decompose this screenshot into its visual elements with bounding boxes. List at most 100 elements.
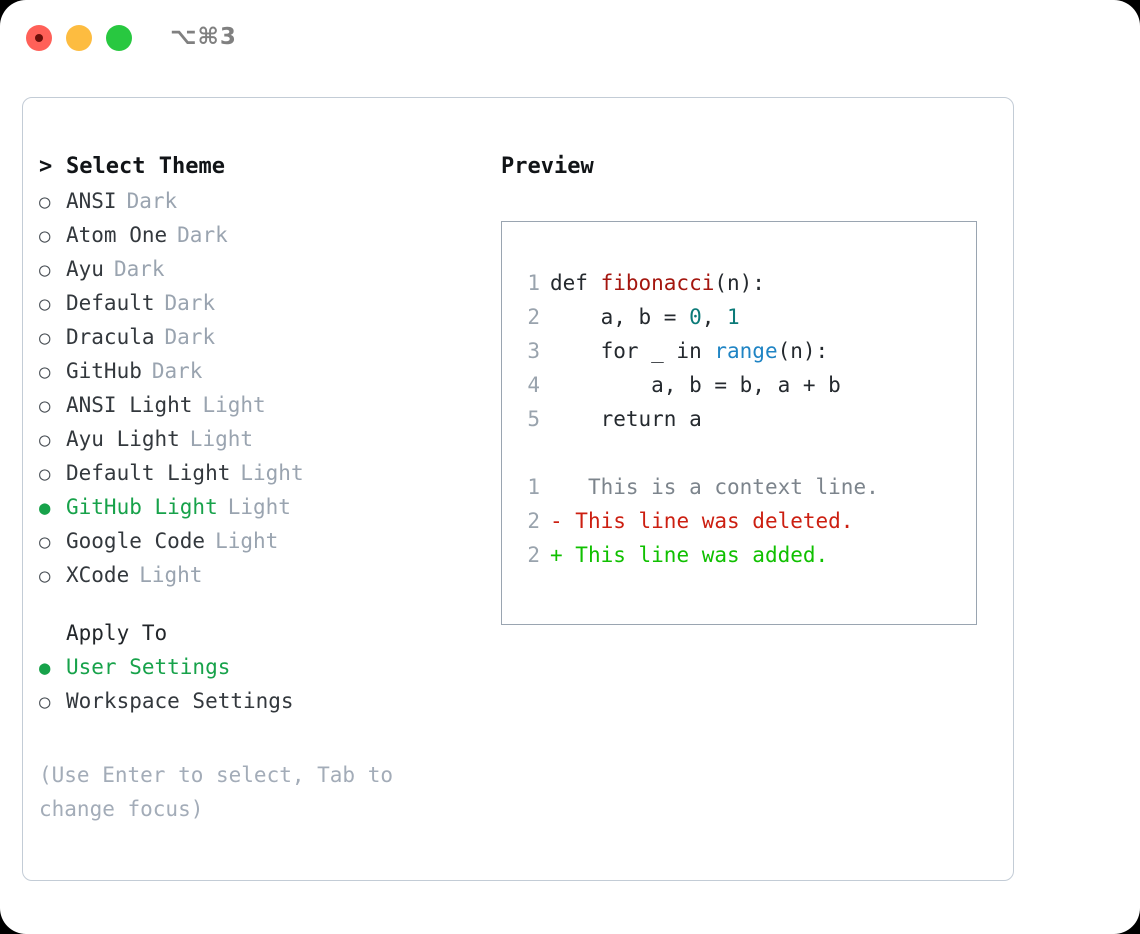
radio-unselected-icon: ○ xyxy=(39,259,51,281)
theme-label: Atom One xyxy=(66,223,168,247)
spacer-icon xyxy=(39,617,66,651)
diff-marker: + xyxy=(550,543,563,567)
list-item-selected[interactable]: ● GitHub Light Light xyxy=(39,490,479,524)
code-token: (n): xyxy=(777,339,829,363)
theme-label: Default xyxy=(66,291,155,315)
list-item[interactable]: ○ GitHub Dark xyxy=(39,354,479,388)
keyboard-hint-text: (Use Enter to select, Tab to change focu… xyxy=(39,763,406,821)
theme-label: XCode xyxy=(66,563,130,587)
line-number: 1 xyxy=(527,271,540,295)
theme-tag: Light xyxy=(227,495,291,519)
prompt-caret-icon: > xyxy=(39,154,53,179)
theme-label: GitHub Light xyxy=(66,495,218,519)
theme-label: Google Code xyxy=(66,529,206,553)
theme-tag: Light xyxy=(202,393,266,417)
radio-unselected-icon: ○ xyxy=(39,565,51,587)
code-token: a, b = xyxy=(550,305,690,329)
zoom-button-icon[interactable] xyxy=(106,25,132,51)
theme-label: Default Light xyxy=(66,461,231,485)
section-spacer xyxy=(39,592,479,616)
radio-unselected-icon: ○ xyxy=(39,531,51,553)
window-controls xyxy=(26,25,132,51)
code-line: 3 for _ in range(n): xyxy=(502,334,976,368)
select-theme-label: Select Theme xyxy=(66,154,225,179)
radio-unselected-icon: ○ xyxy=(39,463,51,485)
apply-to-list: ● User Settings ○ Workspace Settings xyxy=(39,650,479,718)
list-item[interactable]: ○ Dracula Dark xyxy=(39,320,479,354)
code-token-call: range xyxy=(714,339,778,363)
list-item[interactable]: ○ XCode Light xyxy=(39,558,479,592)
radio-selected-icon: ● xyxy=(39,657,51,679)
code-token: (n): xyxy=(714,271,765,295)
close-button-icon[interactable] xyxy=(26,25,52,51)
radio-unselected-icon: ○ xyxy=(39,395,51,417)
radio-unselected-icon: ○ xyxy=(39,327,51,349)
theme-tag: Dark xyxy=(151,359,203,383)
code-token-number: 0 xyxy=(689,305,702,329)
theme-tag: Dark xyxy=(164,325,216,349)
apply-to-item-user-settings[interactable]: ● User Settings xyxy=(39,650,479,684)
code-line: 5 return a xyxy=(502,402,976,436)
apply-to-item-label: Workspace Settings xyxy=(66,689,294,713)
theme-tag: Dark xyxy=(113,257,165,281)
apply-to-item-label: User Settings xyxy=(66,655,231,679)
apply-to-item-workspace-settings[interactable]: ○ Workspace Settings xyxy=(39,684,479,718)
diff-marker: - xyxy=(550,509,563,533)
diff-marker xyxy=(550,470,563,504)
line-number: 4 xyxy=(527,373,540,397)
theme-label: Dracula xyxy=(66,325,155,349)
code-line: 4 a, b = b, a + b xyxy=(502,368,976,402)
code-token-function: fibonacci xyxy=(600,271,715,295)
theme-label: ANSI xyxy=(66,189,117,213)
code-token: def xyxy=(550,271,601,295)
list-item[interactable]: ○ Google Code Light xyxy=(39,524,479,558)
radio-unselected-icon: ○ xyxy=(39,361,51,383)
theme-tag: Light xyxy=(189,427,254,451)
code-token: a, b = b, a + b xyxy=(550,373,841,397)
theme-tag: Light xyxy=(139,563,203,587)
code-line: 1 def fibonacci(n): xyxy=(502,266,976,300)
title-bar: ⌥⌘3 xyxy=(0,0,1140,78)
theme-tag: Dark xyxy=(177,223,228,247)
diff-text: This line was added. xyxy=(562,543,829,567)
apply-to-label: Apply To xyxy=(66,621,168,645)
diff-spacer xyxy=(502,436,976,470)
theme-tag: Light xyxy=(240,461,304,485)
line-number: 2 xyxy=(527,305,540,329)
theme-label: ANSI Light xyxy=(66,393,193,417)
list-item[interactable]: ○ ANSI Dark xyxy=(39,184,479,218)
radio-selected-icon: ● xyxy=(39,497,51,519)
diff-line-added: 2 + This line was added. xyxy=(502,538,976,572)
line-number: 5 xyxy=(527,407,540,431)
code-line: 2 a, b = 0, 1 xyxy=(502,300,976,334)
line-number: 3 xyxy=(527,339,540,363)
list-item[interactable]: ○ ANSI Light Light xyxy=(39,388,479,422)
line-number: 2 xyxy=(527,543,540,567)
diff-text: This is a context line. xyxy=(562,475,879,499)
theme-tag: Light xyxy=(215,529,279,553)
code-token: for _ in xyxy=(550,339,715,363)
theme-tag: Dark xyxy=(164,291,216,315)
minimize-button-icon[interactable] xyxy=(66,25,92,51)
code-token: , xyxy=(701,305,728,329)
diff-line-context: 1 This is a context line. xyxy=(502,470,976,504)
radio-unselected-icon: ○ xyxy=(39,691,51,713)
diff-text: This line was deleted. xyxy=(562,509,854,533)
list-item[interactable]: ○ Default Light Light xyxy=(39,456,479,490)
radio-unselected-icon: ○ xyxy=(39,429,51,451)
select-theme-header: > Select Theme xyxy=(39,150,479,184)
radio-unselected-icon: ○ xyxy=(39,191,51,213)
theme-tag: Dark xyxy=(126,189,178,213)
code-token: return a xyxy=(550,407,702,431)
window-title-shortcut: ⌥⌘3 xyxy=(170,24,237,50)
theme-label: GitHub xyxy=(66,359,142,383)
